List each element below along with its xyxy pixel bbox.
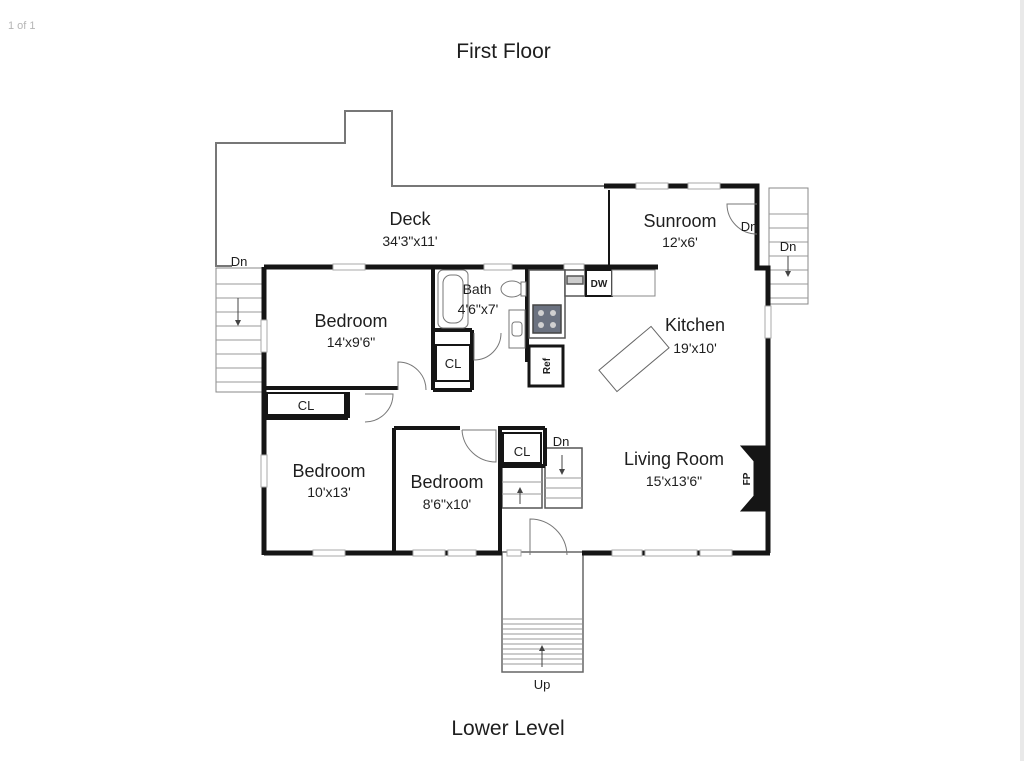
bedroom2-dim: 10'x13' <box>307 484 351 500</box>
viewer-edge <box>1020 0 1024 761</box>
living-room-dim: 15'x13'6" <box>646 473 702 489</box>
kitchen-dim: 19'x10' <box>673 340 717 356</box>
bedroom1-dim: 14'x9'6" <box>327 334 375 350</box>
sunroom-stair <box>768 187 809 305</box>
deck-outline <box>215 110 606 267</box>
next-floor-title: Lower Level <box>451 717 565 740</box>
closet-box-bed3 <box>502 432 542 464</box>
closet-label-bath: CL <box>445 356 462 371</box>
page-counter: 1 of 1 <box>8 20 36 32</box>
interior-stair <box>501 447 583 509</box>
living-room-name: Living Room <box>624 449 724 469</box>
sunroom-name: Sunroom <box>643 211 716 231</box>
deck-name: Deck <box>389 209 431 229</box>
kitchen-fixtures <box>527 269 670 393</box>
closet-box-bed2 <box>266 392 346 416</box>
sunroom-dim: 12'x6' <box>662 234 698 250</box>
bath-name: Bath <box>463 281 492 297</box>
stair-label-front: Up <box>534 677 551 692</box>
stair-label-sunroom: Dn <box>780 239 797 254</box>
floor-title: First Floor <box>456 40 551 63</box>
stair-label-sunroom-door: Dn <box>741 219 758 234</box>
closet-label-bed2: CL <box>298 398 315 413</box>
bedroom2-name: Bedroom <box>292 461 365 481</box>
doors <box>364 203 758 556</box>
bedroom1-name: Bedroom <box>314 311 387 331</box>
stove-burners <box>538 310 556 328</box>
deck-left-stair <box>215 267 263 393</box>
kitchen-name: Kitchen <box>665 315 725 335</box>
closet-label-bed3: CL <box>514 444 531 459</box>
closet-box-bath <box>435 344 471 382</box>
windows <box>260 182 772 557</box>
dishwasher-label: DW <box>591 279 608 290</box>
front-stair <box>501 551 584 673</box>
bath-dim: 4'6"x7' <box>458 301 499 317</box>
stair-label-deck: Dn <box>231 254 248 269</box>
fireplace <box>739 445 767 512</box>
interior-walls <box>264 269 547 553</box>
bedroom3-dim: 8'6"x10' <box>423 496 471 512</box>
stair-label-interior: Dn <box>553 434 570 449</box>
deck-dim: 34'3"x11' <box>382 233 437 249</box>
fireplace-label: FP <box>742 472 753 485</box>
bath-fixtures <box>437 269 527 349</box>
bedroom3-name: Bedroom <box>410 472 483 492</box>
refrigerator-label: Ref <box>542 357 553 374</box>
